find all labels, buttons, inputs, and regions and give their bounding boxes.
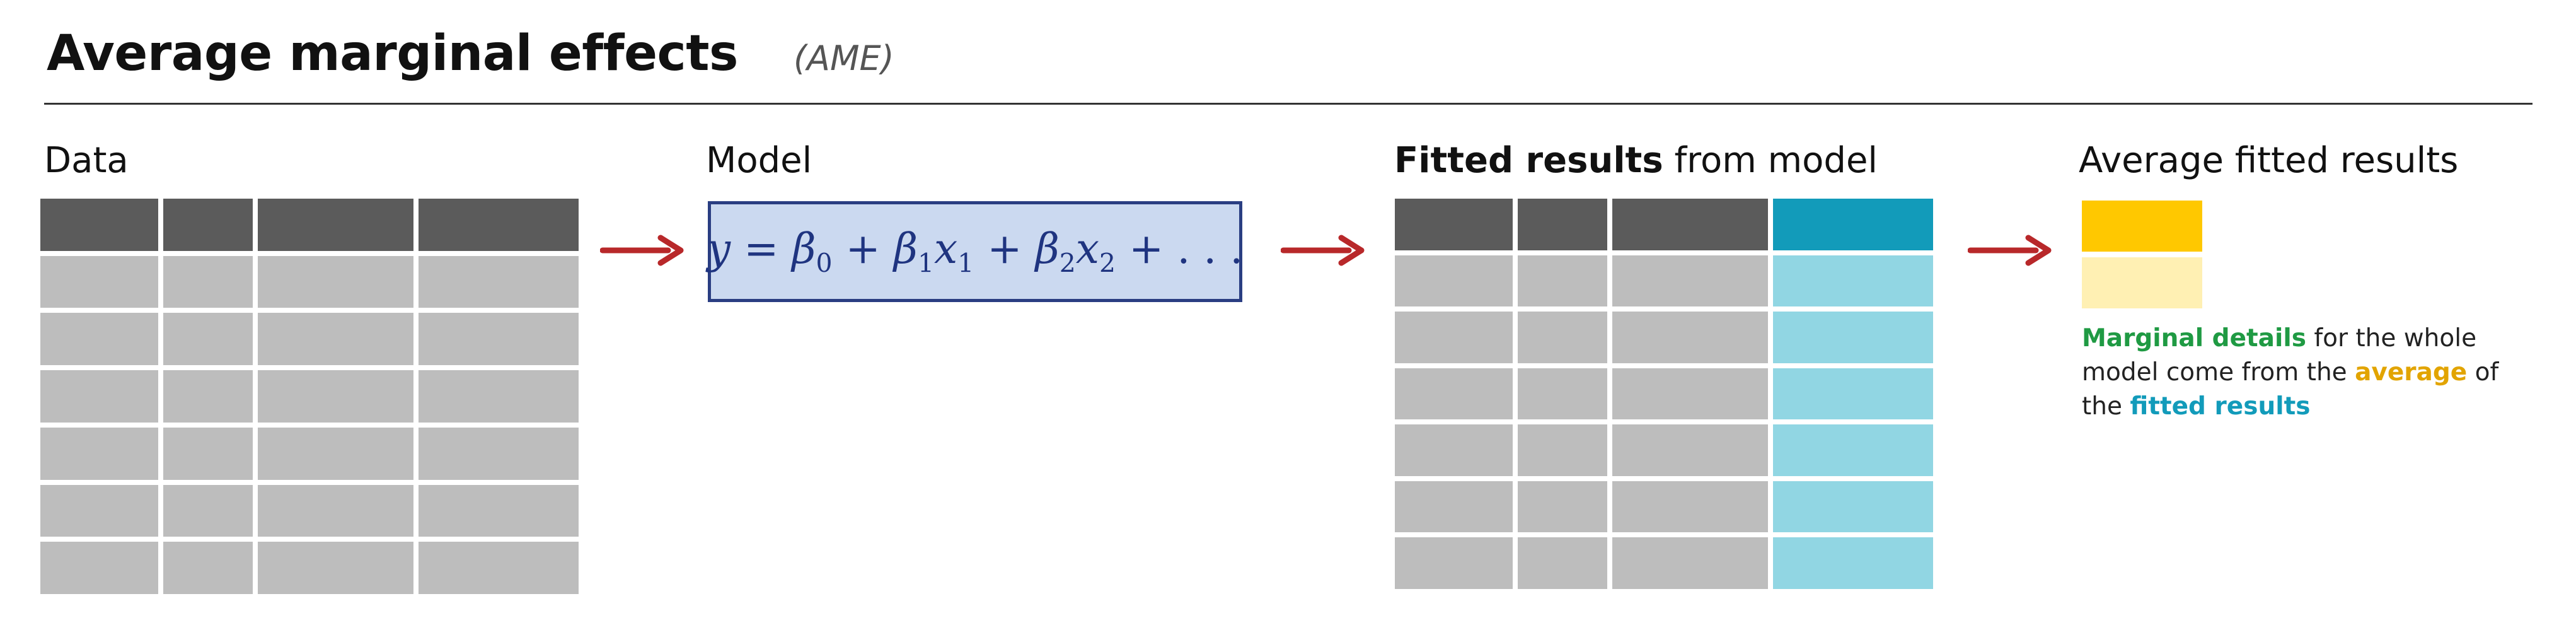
data-header-cell [163,199,253,251]
data-cell [258,255,413,308]
average-fitted-value-cell [2082,257,2202,308]
eq-x1: x [934,225,958,274]
data-table [40,199,579,594]
fitted-data-cell [1395,424,1513,476]
fitted-header-cell [1395,199,1513,250]
data-cell [163,542,253,594]
eq-beta1: β [893,225,918,274]
eq-beta1-sub: 1 [918,248,935,279]
fitted-data-cell [1612,424,1768,476]
eq-plus: + [1129,225,1164,274]
data-cell [258,484,413,537]
average-fitted-header-cell [2082,201,2202,252]
model-equation-box: y = β0 + β1x1 + β2x2 + . . . [707,201,1243,302]
eq-beta2-sub: 2 [1059,248,1076,279]
fitted-data-cell [1518,481,1607,533]
data-cell [163,427,253,480]
note-text: for the whole model come from the [2082,324,2477,387]
data-header-cell [419,199,579,251]
data-cell [40,255,158,308]
data-cell [40,427,158,480]
eq-beta0: β [792,225,816,274]
fitted-data-cell [1612,481,1768,533]
fitted-data-cell [1395,481,1513,533]
data-cell [258,542,413,594]
fitted-header-cell [1518,199,1607,250]
data-header-cell [40,199,158,251]
fitted-title-rest: from model [1663,140,1878,181]
model-section-title: Model [706,140,812,181]
data-cell [163,484,253,537]
data-cell [40,484,158,537]
model-equation: y = β0 + β1x1 + β2x2 + . . . [707,225,1243,278]
data-cell [163,370,253,423]
data-cell [258,313,413,366]
fitted-data-cell [1518,537,1607,589]
data-cell [40,542,158,594]
data-cell [419,427,579,480]
arrow-right-icon [600,235,684,266]
fitted-data-cell [1395,255,1513,307]
data-cell [419,255,579,308]
average-section-title: Average fitted results [2079,140,2459,181]
fitted-value-cell [1773,481,1933,533]
fitted-value-cell [1773,424,1933,476]
fitted-value-cell [1773,368,1933,420]
fitted-header-cell [1612,199,1768,250]
fitted-value-cell [1773,255,1933,307]
data-cell [163,255,253,308]
note-average: average [2355,358,2468,387]
fitted-value-cell [1773,312,1933,363]
data-cell [419,370,579,423]
eq-equals: = [744,225,779,274]
eq-y: y [707,225,731,274]
eq-beta0-sub: 0 [816,248,833,279]
fitted-data-cell [1395,312,1513,363]
data-cell [258,370,413,423]
fitted-value-cell [1773,537,1933,589]
title-abbreviation: (AME) [793,38,894,78]
data-cell [419,484,579,537]
title-row: Average marginal effects (AME) [47,25,894,95]
data-cell [419,542,579,594]
fitted-data-cell [1518,424,1607,476]
data-section-title: Data [44,140,129,181]
data-header-cell [258,199,413,251]
data-cell [40,370,158,423]
data-cell [163,313,253,366]
fitted-data-cell [1612,312,1768,363]
fitted-data-cell [1518,368,1607,420]
eq-x1-sub: 1 [957,248,974,279]
eq-x2-sub: 2 [1099,248,1116,279]
data-cell [258,427,413,480]
fitted-data-cell [1612,255,1768,307]
fitted-results-table [1395,199,1933,594]
fitted-values-header-cell [1773,199,1933,250]
fitted-data-cell [1518,312,1607,363]
title-divider [44,103,2533,105]
fitted-section-title: Fitted results from model [1394,140,1878,181]
average-explanation-note: Marginal details for the whole model com… [2082,322,2523,424]
fitted-data-cell [1395,368,1513,420]
arrow-right-icon [1281,235,1365,266]
arrow-right-icon [1968,235,2052,266]
fitted-data-cell [1612,537,1768,589]
eq-plus: + [987,225,1022,274]
eq-plus: + [845,225,881,274]
note-marginal-details: Marginal details [2082,324,2306,353]
eq-beta2: β [1035,225,1060,274]
fitted-data-cell [1518,255,1607,307]
note-fitted-results: fitted results [2130,392,2311,421]
fitted-data-cell [1612,368,1768,420]
note-text: of the [2082,358,2499,421]
page-title: Average marginal effects [47,25,738,82]
fitted-data-cell [1395,537,1513,589]
fitted-title-bold: Fitted results [1394,140,1663,181]
data-cell [40,313,158,366]
eq-x2: x [1075,225,1099,274]
eq-ellipsis: . . . [1177,225,1244,274]
data-cell [419,313,579,366]
